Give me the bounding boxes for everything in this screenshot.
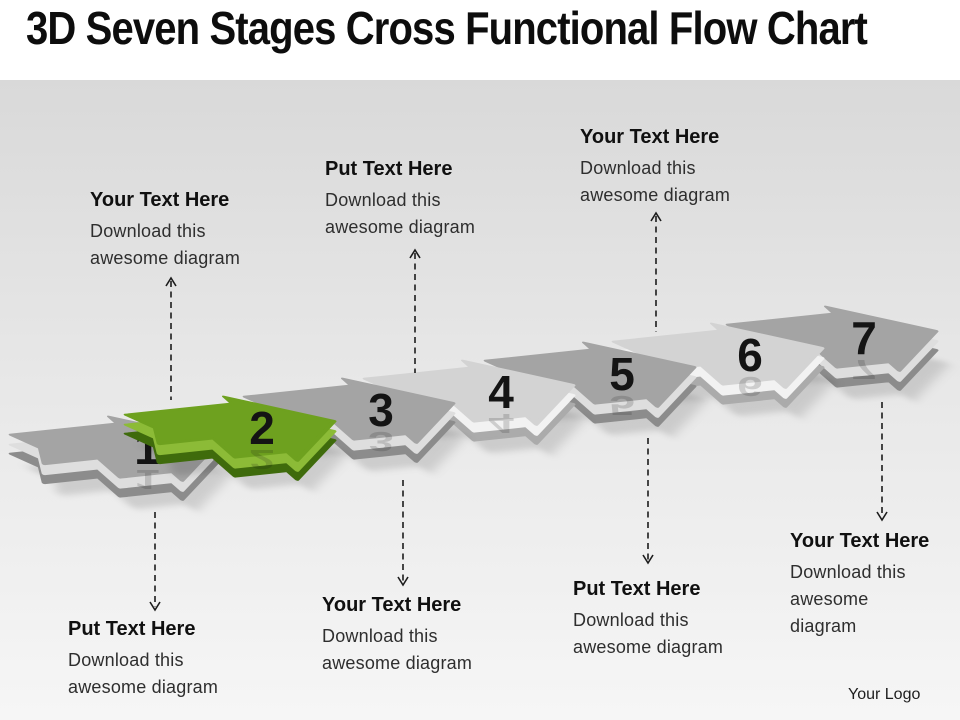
callout-text-line: awesome diagram — [573, 637, 724, 657]
dashed-connector-down-arrow — [876, 402, 888, 522]
slide-title: 3D Seven Stages Cross Functional Flow Ch… — [26, 2, 868, 54]
stage-number-reflection: 2 — [249, 443, 275, 474]
arrowhead-icon — [149, 601, 161, 612]
callout-heading: Put Text Here — [68, 618, 196, 640]
dashed-connector-up-arrow — [165, 276, 177, 400]
dashed-connector-down-arrow — [642, 438, 654, 565]
callout-bottom-1: Put Text Here Download this awesome diag… — [68, 617, 218, 701]
dashed-connector-down-arrow — [149, 512, 161, 612]
callout-text-line: awesome diagram — [325, 217, 476, 237]
stage-number-reflection: 7 — [851, 353, 877, 384]
callout-text-line: awesome diagram — [68, 677, 219, 697]
stage-number: 4 — [488, 366, 514, 418]
stage-arrow-6: 66 — [611, 322, 837, 420]
callout-text-line: awesome — [790, 589, 869, 609]
stage-arrow-3: 33 — [242, 377, 468, 475]
logo-text: Your Logo — [848, 686, 921, 703]
callout-text-line: diagram — [790, 616, 857, 636]
arrowhead-icon — [409, 248, 421, 259]
callout-heading: Your Text Here — [580, 126, 720, 148]
callout-text-line: Download this — [68, 650, 184, 670]
callout-heading: Put Text Here — [325, 158, 453, 180]
callout-top-2: Put Text Here Download this awesome diag… — [325, 157, 475, 241]
callout-text-line: awesome diagram — [580, 185, 731, 205]
callout-text-line: Download this — [322, 626, 438, 646]
callout-heading: Your Text Here — [322, 594, 462, 616]
callout-bottom-3: Put Text Here Download this awesome diag… — [573, 577, 723, 661]
callout-text-line: Download this — [790, 562, 906, 582]
callout-heading: Put Text Here — [573, 578, 701, 600]
arrowhead-icon — [650, 211, 662, 222]
stage-number: 7 — [851, 312, 877, 364]
stage-number-reflection: 5 — [609, 389, 635, 420]
arrowhead-icon — [397, 576, 409, 587]
callout-text-line: awesome diagram — [322, 653, 473, 673]
stage-number: 2 — [249, 402, 275, 454]
stage-number-reflection: 1 — [134, 463, 160, 494]
stage-number: 5 — [609, 348, 635, 400]
callout-heading: Your Text Here — [90, 189, 230, 211]
callout-text-line: awesome diagram — [90, 248, 241, 268]
arrowhead-icon — [876, 511, 888, 522]
callout-text-line: Download this — [325, 190, 441, 210]
callout-heading: Your Text Here — [790, 530, 930, 552]
stage-number: 6 — [737, 329, 763, 381]
callout-bottom-4: Your Text Here Download this awesome dia… — [790, 529, 929, 640]
stage-number-reflection: 4 — [488, 407, 514, 438]
stage-number: 3 — [368, 384, 394, 436]
callout-top-3: Your Text Here Download this awesome dia… — [580, 125, 730, 209]
callout-bottom-2: Your Text Here Download this awesome dia… — [322, 593, 472, 677]
callout-text-line: Download this — [580, 158, 696, 178]
dashed-connector-up-arrow — [650, 211, 662, 332]
stage-number-reflection: 6 — [737, 370, 763, 401]
arrowhead-icon — [165, 276, 177, 287]
arrowhead-icon — [642, 554, 654, 565]
callout-text-line: Download this — [573, 610, 689, 630]
dashed-connector-up-arrow — [409, 248, 421, 373]
stage-number-reflection: 3 — [368, 425, 394, 456]
callout-top-1: Your Text Here Download this awesome dia… — [90, 188, 240, 272]
callout-text-line: Download this — [90, 221, 206, 241]
stage-arrow-2: 22 — [123, 395, 349, 493]
dashed-connector-down-arrow — [397, 480, 409, 587]
